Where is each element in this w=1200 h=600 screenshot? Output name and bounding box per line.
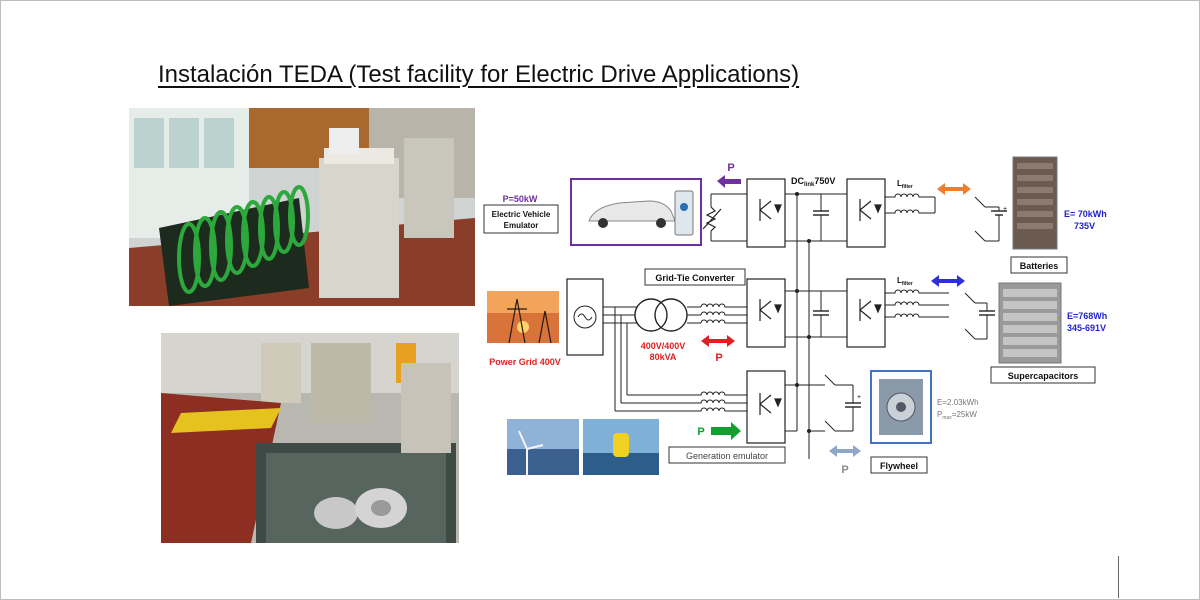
svg-text:+: + xyxy=(1003,206,1007,213)
flywheel-power-val: =25kW xyxy=(952,410,978,419)
lfilter-2-sub: filter xyxy=(902,281,913,287)
transformer-icon xyxy=(634,298,668,332)
ev-power-arrow xyxy=(717,175,741,188)
ev-label-box xyxy=(483,204,559,234)
ev-power-label: P=50kW xyxy=(503,194,538,204)
ev-label-line2: Emulator xyxy=(504,221,539,230)
power-grid-label: Power Grid 400V xyxy=(489,357,561,367)
transformer-power: 80kVA xyxy=(650,352,677,362)
flywheel-label: Flywheel xyxy=(880,461,918,471)
p-gen-label: P xyxy=(697,426,704,438)
converter-grid-tie xyxy=(746,278,786,348)
grid-tie-label: Grid-Tie Converter xyxy=(655,273,735,283)
svg-text:Lfilter: Lfilter xyxy=(897,179,913,190)
battery-label: Batteries xyxy=(1020,261,1059,271)
svg-text:Pmax=25kW: Pmax=25kW xyxy=(937,410,977,421)
p-grid-label: P xyxy=(715,352,722,364)
flywheel-energy: E=2.03kWh xyxy=(937,398,979,407)
inductor-2-icon xyxy=(885,289,949,318)
transformer-voltage: 400V/400V xyxy=(641,341,686,351)
lfilter-1-sub: filter xyxy=(902,184,913,190)
supercap-power-arrow xyxy=(931,275,965,287)
p-ev-label: P xyxy=(727,162,734,174)
supercap-energy: E=768Wh xyxy=(1067,311,1107,321)
converter-ev xyxy=(746,178,786,248)
generation-label-box xyxy=(668,446,786,464)
battery-energy: E= 70kWh xyxy=(1064,209,1107,219)
variable-resistor-icon xyxy=(702,206,722,232)
supercap-label: Supercapacitors xyxy=(1008,371,1079,381)
lfilter-1-main: L xyxy=(897,179,902,188)
dc-link-sub: link xyxy=(804,182,815,188)
converter-generation xyxy=(746,370,786,444)
grid-tie-label-box xyxy=(644,268,746,286)
supercap-label-box xyxy=(990,366,1096,384)
supercap-voltage: 345-691V xyxy=(1067,323,1106,333)
circuit-diagram: P=50kW Electric Vehicle Emulator P xyxy=(479,149,1119,494)
dc-link-voltage: 750V xyxy=(814,176,835,186)
dc-link-main: DC xyxy=(791,176,804,186)
flywheel-power-arrow xyxy=(829,445,861,457)
svg-text:DClink750V: DClink750V xyxy=(791,176,835,188)
lab-photo-bottom xyxy=(161,333,459,543)
battery-power-arrow xyxy=(937,183,971,195)
slide-divider-line xyxy=(1118,556,1119,598)
slide-title: Instalación TEDA (Test facility for Elec… xyxy=(158,61,800,88)
gen-power-arrow xyxy=(711,422,741,440)
ev-car-icon xyxy=(588,190,694,236)
generation-label: Generation emulator xyxy=(686,451,768,461)
flywheel-power-main: P xyxy=(937,410,942,419)
inductor-1-icon xyxy=(885,193,929,214)
battery-label-box xyxy=(1010,256,1068,274)
grid-power-arrow xyxy=(701,335,735,347)
p-flywheel-label: P xyxy=(841,464,848,476)
converter-supercap xyxy=(846,278,886,348)
svg-text:Lfilter: Lfilter xyxy=(897,276,913,287)
lab-photo-top xyxy=(129,108,475,306)
svg-text:+: + xyxy=(857,394,861,401)
converter-battery xyxy=(846,178,886,248)
flywheel-label-box xyxy=(870,456,928,474)
flywheel-power-sub: max xyxy=(942,415,952,421)
lfilter-2-main: L xyxy=(897,276,902,285)
ev-label-line1: Electric Vehicle xyxy=(492,210,551,219)
battery-voltage: 735V xyxy=(1074,221,1095,231)
